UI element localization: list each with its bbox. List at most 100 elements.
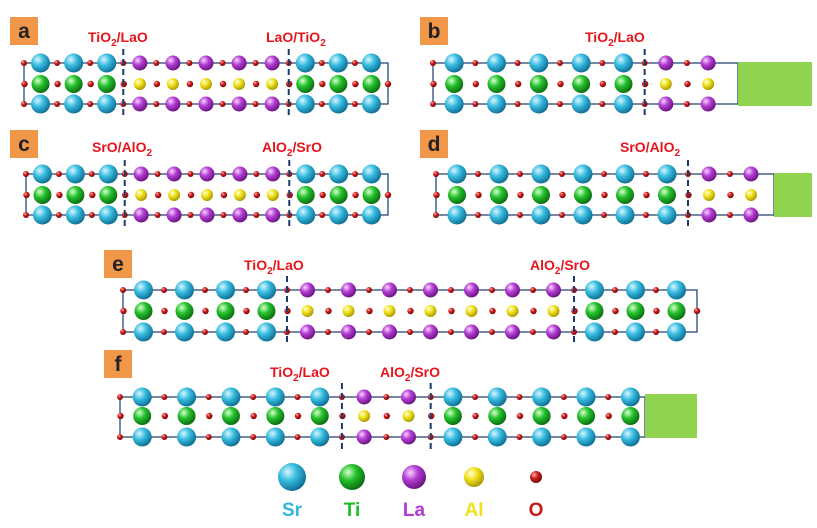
la-atom <box>165 96 181 112</box>
o-atom <box>117 394 123 400</box>
o-atom <box>475 171 481 177</box>
o-atom <box>161 394 168 400</box>
interface-label: TiO2/LaO <box>244 257 304 277</box>
sr-atom <box>328 94 348 114</box>
o-atom <box>557 60 563 66</box>
sr-atom <box>626 280 645 300</box>
atoms-f <box>117 387 640 447</box>
o-atom <box>202 287 208 293</box>
o-atom <box>475 212 481 218</box>
ti-atom <box>490 186 508 204</box>
la-atom <box>505 324 520 340</box>
o-atom <box>319 171 326 177</box>
o-atom <box>56 191 63 199</box>
o-atom <box>120 287 126 293</box>
sr-atom <box>265 387 285 407</box>
la-atom <box>700 55 716 71</box>
ti-atom <box>574 186 592 204</box>
o-atom <box>489 329 495 335</box>
o-atom <box>294 434 301 440</box>
la-atom <box>199 207 215 223</box>
o-atom <box>383 394 390 400</box>
o-atom <box>87 60 94 66</box>
panel-label: c <box>18 133 30 156</box>
la-atom <box>231 55 247 71</box>
sr-atom <box>296 164 316 184</box>
sr-atom <box>31 53 51 73</box>
la-atom <box>546 324 561 340</box>
sr-atom <box>615 205 635 225</box>
la-atom <box>401 389 416 405</box>
o-atom <box>559 191 566 199</box>
panel-label: d <box>428 133 441 156</box>
o-atom <box>325 307 332 315</box>
o-atom <box>514 80 522 88</box>
al-atom <box>135 189 148 201</box>
al-atom <box>703 189 715 201</box>
o-atom <box>366 287 372 293</box>
panel-label-box <box>10 17 38 45</box>
o-atom <box>220 191 228 199</box>
o-atom <box>612 307 619 315</box>
o-atom <box>516 394 523 400</box>
o-atom <box>117 412 124 420</box>
ti-atom <box>572 75 591 93</box>
sr-atom <box>177 387 197 407</box>
sr-atom <box>362 205 382 225</box>
o-atom <box>407 287 413 293</box>
o-atom <box>653 307 660 315</box>
la-atom <box>264 96 280 112</box>
la-atom <box>265 207 281 223</box>
o-atom <box>120 329 126 335</box>
sr-atom <box>489 164 509 184</box>
sr-atom <box>32 164 52 184</box>
o-atom <box>253 191 261 199</box>
ti-atom <box>626 302 645 320</box>
legend-label: La <box>403 500 426 521</box>
sr-atom <box>614 53 633 73</box>
o-atom <box>243 287 249 293</box>
o-atom <box>87 101 94 107</box>
o-atom <box>727 171 733 177</box>
sr-atom <box>221 427 241 447</box>
o-atom <box>643 191 650 199</box>
sr-atom <box>444 94 464 114</box>
ti-atom <box>66 186 85 204</box>
panel-label-box <box>10 130 38 158</box>
o-atom <box>448 329 454 335</box>
sr-atom <box>667 280 686 300</box>
o-atom <box>612 329 618 335</box>
o-atom <box>599 80 607 88</box>
o-atom <box>530 307 537 315</box>
al-atom <box>702 78 715 90</box>
o-atom <box>120 307 127 315</box>
sr-atom <box>216 322 235 342</box>
o-atom <box>351 101 358 107</box>
al-atom <box>383 305 396 317</box>
panel-label: e <box>112 253 124 276</box>
o-atom <box>21 60 27 66</box>
o-atom <box>205 434 212 440</box>
la-atom <box>658 96 674 112</box>
ti-atom <box>362 186 381 204</box>
sr-atom <box>585 280 604 300</box>
ti-atom <box>221 407 240 425</box>
o-atom <box>21 101 27 107</box>
o-atom <box>294 412 302 420</box>
vacuum-region <box>645 394 697 438</box>
sr-atom <box>257 322 276 342</box>
sr-atom <box>310 427 330 447</box>
o-atom <box>88 171 95 177</box>
o-atom <box>472 60 479 66</box>
o-atom <box>684 60 690 66</box>
sr-atom <box>532 387 552 407</box>
panel-label: b <box>428 20 441 43</box>
o-atom <box>187 191 195 199</box>
o-atom <box>653 329 659 335</box>
legend-item-al: Al <box>464 467 484 521</box>
legend-item-o: O <box>529 471 543 521</box>
o-atom <box>612 287 618 293</box>
sr-atom <box>65 205 85 225</box>
la-atom <box>264 55 280 71</box>
